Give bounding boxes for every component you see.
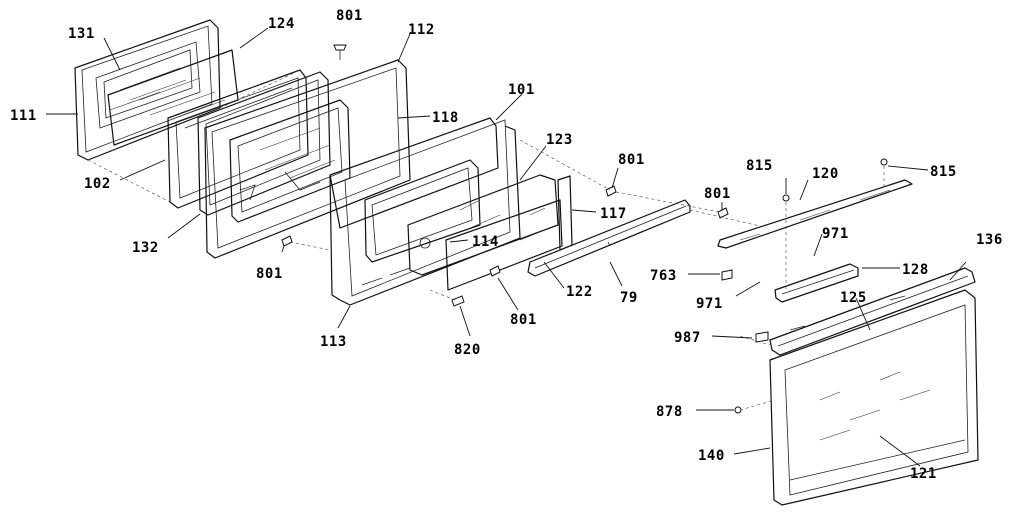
label-801-left: 801	[256, 266, 283, 282]
fasteners	[281, 44, 888, 414]
label-801-bottom: 801	[510, 312, 537, 328]
label-815-left: 815	[746, 158, 773, 174]
label-112: 112	[408, 22, 435, 38]
label-801-right: 801	[704, 186, 731, 202]
label-987: 987	[674, 330, 701, 346]
label-114: 114	[472, 234, 499, 250]
label-128: 128	[902, 262, 929, 278]
label-878: 878	[656, 404, 683, 420]
label-801-top: 801	[336, 8, 363, 24]
label-125: 125	[840, 290, 867, 306]
label-763: 763	[650, 268, 677, 284]
label-111: 111	[10, 108, 37, 124]
label-124: 124	[268, 16, 295, 32]
part-125-136-bar	[769, 267, 976, 356]
label-101: 101	[508, 82, 535, 98]
label-79: 79	[620, 290, 638, 306]
part-101-main-panel	[329, 117, 521, 306]
assembly-lines	[87, 69, 885, 411]
label-102: 102	[84, 176, 111, 192]
label-131: 131	[68, 26, 95, 42]
part-128-handle	[774, 263, 859, 303]
label-801-mid: 801	[618, 152, 645, 168]
label-132: 132	[132, 240, 159, 256]
part-102-frame	[167, 69, 309, 209]
leader-lines	[46, 27, 967, 467]
label-121: 121	[910, 466, 937, 482]
label-820: 820	[454, 342, 481, 358]
callout-labels: 131 124 801 112 111 118 101 102 123 801 …	[10, 8, 1003, 482]
part-122-79-trim	[527, 199, 691, 277]
label-971-bottom: 971	[696, 296, 723, 312]
label-136: 136	[976, 232, 1003, 248]
part-120-top-rail	[717, 179, 913, 249]
label-140: 140	[698, 448, 725, 464]
part-112-inner-panel	[204, 59, 411, 259]
label-118: 118	[432, 110, 459, 126]
label-971-top: 971	[822, 226, 849, 242]
label-815-right: 815	[930, 164, 957, 180]
label-123: 123	[546, 132, 573, 148]
label-117: 117	[600, 206, 627, 222]
part-132-gasket-frame	[197, 71, 331, 216]
label-122: 122	[566, 284, 593, 300]
part-123-window-glass	[407, 174, 563, 291]
label-120: 120	[812, 166, 839, 182]
label-113: 113	[320, 334, 347, 350]
part-140-outer-door	[769, 289, 979, 506]
